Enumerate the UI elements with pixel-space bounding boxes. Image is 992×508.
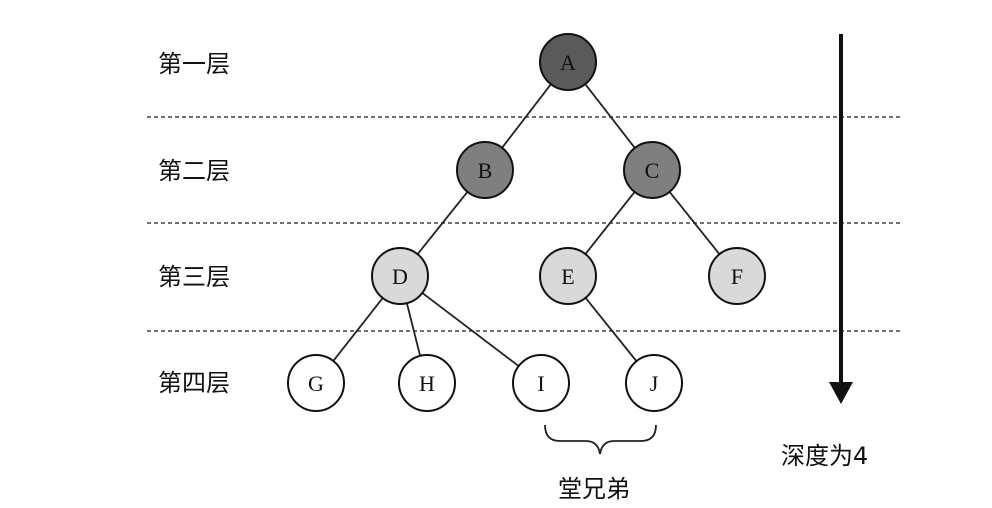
node-circle [398, 354, 456, 412]
edge-a-b [501, 83, 552, 149]
tree-node-i: I [512, 354, 570, 412]
node-circle [371, 247, 429, 305]
cousin-brace [544, 424, 657, 455]
node-label: B [478, 158, 493, 183]
depth-label: 深度为4 [781, 442, 868, 470]
node-circle [625, 354, 683, 412]
tree-node-d: D [371, 247, 429, 305]
edge-c-f [668, 191, 721, 255]
node-label: D [392, 264, 408, 289]
edge-d-h [405, 302, 422, 357]
edge-a-c [584, 83, 636, 149]
node-circle [708, 247, 766, 305]
tree-node-b: B [456, 141, 514, 199]
node-label: A [560, 50, 576, 75]
edge-b-d [416, 191, 469, 255]
depth-arrow-head [829, 382, 853, 404]
tree-node-a: A [539, 33, 597, 91]
node-label: J [650, 371, 659, 396]
level-label-1: 第一层 [158, 50, 230, 78]
node-circle [539, 247, 597, 305]
tree-nodes: A B C D E F G H I J [287, 33, 766, 412]
cousin-label: 堂兄弟 [558, 475, 630, 503]
edge-d-g [332, 297, 384, 362]
level-label-3: 第三层 [158, 263, 230, 291]
edge-c-e [584, 191, 636, 255]
tree-node-c: C [623, 141, 681, 199]
tree-node-e: E [539, 247, 597, 305]
node-label: C [645, 158, 660, 183]
node-circle [539, 33, 597, 91]
tree-node-h: H [398, 354, 456, 412]
node-label: E [561, 264, 574, 289]
edge-d-i [421, 292, 520, 367]
node-label: H [419, 371, 435, 396]
edge-e-j [584, 297, 638, 362]
node-label: F [731, 264, 743, 289]
node-circle [456, 141, 514, 199]
node-label: G [308, 371, 324, 396]
tree-node-f: F [708, 247, 766, 305]
node-circle [287, 354, 345, 412]
tree-edges [332, 83, 721, 367]
node-circle [512, 354, 570, 412]
level-label-4: 第四层 [158, 369, 230, 397]
level-label-2: 第二层 [158, 157, 230, 185]
node-circle [623, 141, 681, 199]
tree-node-j: J [625, 354, 683, 412]
node-label: I [537, 371, 544, 396]
tree-node-g: G [287, 354, 345, 412]
